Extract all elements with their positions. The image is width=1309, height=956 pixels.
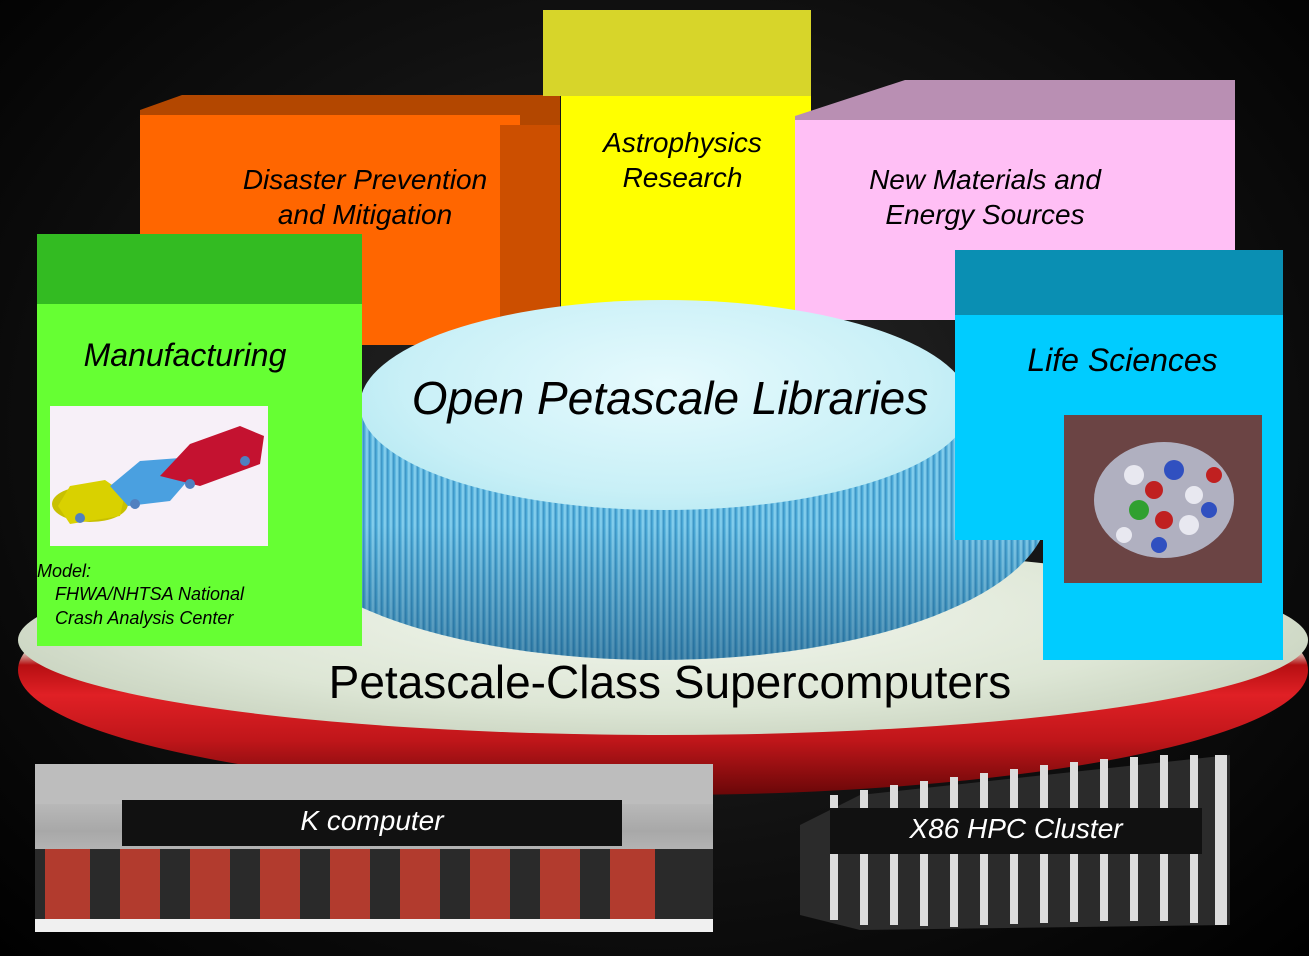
crash-caption: Model: FHWA/NHTSA National Crash Analysi…: [37, 560, 277, 630]
astrophysics-box: [543, 10, 811, 310]
caption-model: Model:: [37, 561, 92, 581]
library-disk-top: [360, 300, 970, 510]
life-box-top: [955, 250, 1283, 315]
k-computer-racks: [35, 764, 713, 932]
astrophysics-label: Astrophysics Research: [603, 127, 762, 193]
k-computer-label-bar: [122, 800, 622, 846]
k-computer-image: [35, 764, 713, 932]
manufacturing-label: Manufacturing: [83, 337, 287, 373]
life-label: Life Sciences: [1027, 342, 1218, 378]
manufacturing-box-top: [37, 234, 362, 304]
crash-model-image: [50, 406, 268, 546]
materials-label: New Materials and Energy Sources: [869, 164, 1101, 230]
caption-line1: FHWA/NHTSA National: [55, 584, 245, 605]
libraries-label: Open Petascale Libraries: [411, 372, 929, 424]
disaster-label: Disaster Prevention and Mitigation: [242, 164, 488, 230]
protein-molecule-illustration: [1064, 415, 1262, 583]
caption-line2: Crash Analysis Center: [55, 607, 234, 628]
molecule-image: [1064, 415, 1262, 583]
x86-label-bar: [830, 808, 1202, 854]
astrophysics-box-front: [561, 96, 811, 310]
x86-label: X86 HPC Cluster: [909, 813, 1123, 844]
astrophysics-box-top: [543, 10, 811, 96]
k-computer-label: K computer: [300, 805, 444, 836]
supercomputers-label: Petascale-Class Supercomputers: [328, 656, 1012, 708]
crash-cars-illustration: [52, 426, 264, 524]
